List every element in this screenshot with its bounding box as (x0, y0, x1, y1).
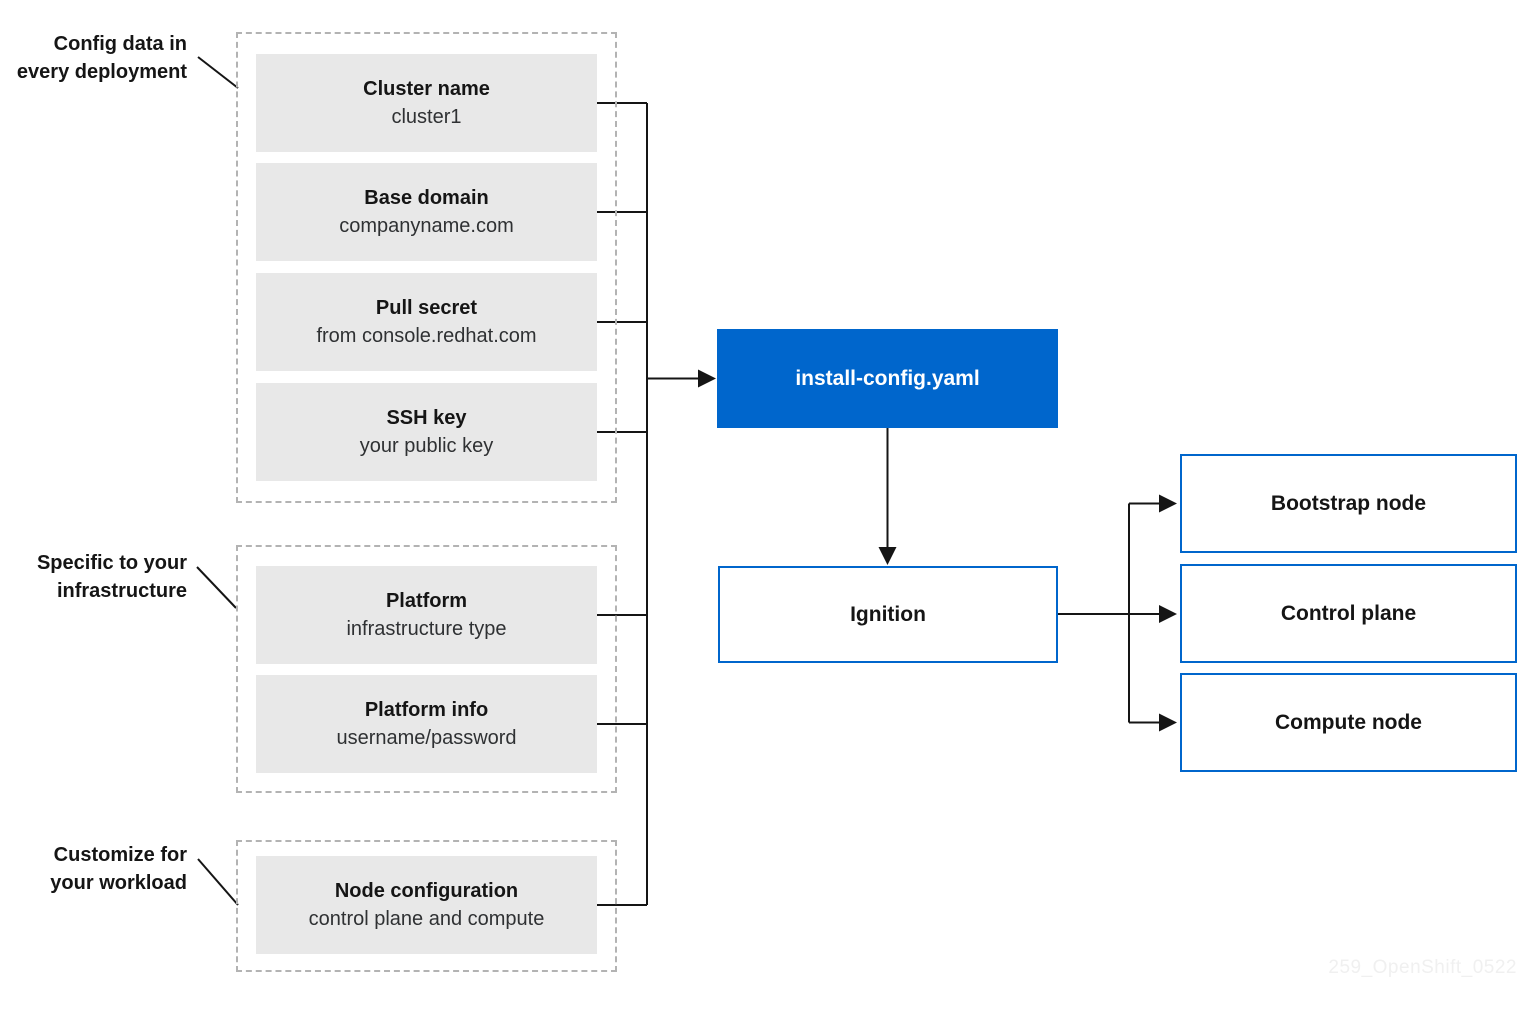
box-pull-secret: Pull secret from console.redhat.com (256, 273, 597, 371)
box-title: Platform info (364, 699, 489, 721)
box-subtitle: companyname.com (339, 215, 514, 237)
box-connector-stubs (597, 102, 647, 906)
box-platform: Platform infrastructure type (256, 566, 597, 664)
group-config-data (236, 32, 617, 503)
box-subtitle: from console.redhat.com (316, 325, 537, 347)
leader-line-workload (197, 858, 239, 906)
group-label-workload: Customize for your workload (50, 844, 187, 894)
node-bootstrap: Bootstrap node (1180, 454, 1517, 553)
box-cluster-name: Cluster name cluster1 (256, 54, 597, 152)
box-subtitle: control plane and compute (308, 908, 545, 930)
arrow-to-install-config-head (698, 369, 716, 388)
arrow-to-ignition-head (878, 547, 897, 565)
box-title: Platform (385, 590, 468, 612)
box-subtitle: username/password (336, 727, 517, 749)
box-title: Base domain (364, 187, 489, 209)
node-control-plane: Control plane (1180, 564, 1517, 663)
watermark: 259_OpenShift_0522 (1328, 957, 1517, 978)
box-subtitle: cluster1 (391, 106, 462, 128)
box-platform-info: Platform info username/password (256, 675, 597, 773)
box-node-configuration: Node configuration control plane and com… (256, 856, 597, 954)
node-ignition: Ignition (718, 566, 1058, 663)
box-title: SSH key (386, 407, 467, 429)
arrow-to-compute-head (1159, 713, 1177, 732)
group-infrastructure (236, 545, 617, 793)
box-subtitle: infrastructure type (346, 618, 507, 640)
leader-line-infrastructure (196, 566, 237, 609)
group-label-infrastructure: Specific to your infrastructure (36, 552, 187, 602)
group-label-config-data: Config data in every deployment (16, 33, 187, 83)
node-compute: Compute node (1180, 673, 1517, 772)
box-title: Pull secret (375, 297, 478, 319)
box-title: Node configuration (334, 880, 519, 902)
node-install-config-yaml: install-config.yaml (717, 329, 1058, 428)
box-title: Cluster name (363, 78, 490, 100)
arrow-to-bootstrap-head (1159, 494, 1177, 513)
box-subtitle: your public key (359, 435, 494, 457)
box-ssh-key: SSH key your public key (256, 383, 597, 481)
group-workload (236, 840, 617, 972)
arrow-to-control-plane-head (1159, 605, 1177, 623)
leader-line-config-data (197, 56, 239, 89)
box-base-domain: Base domain companyname.com (256, 163, 597, 261)
